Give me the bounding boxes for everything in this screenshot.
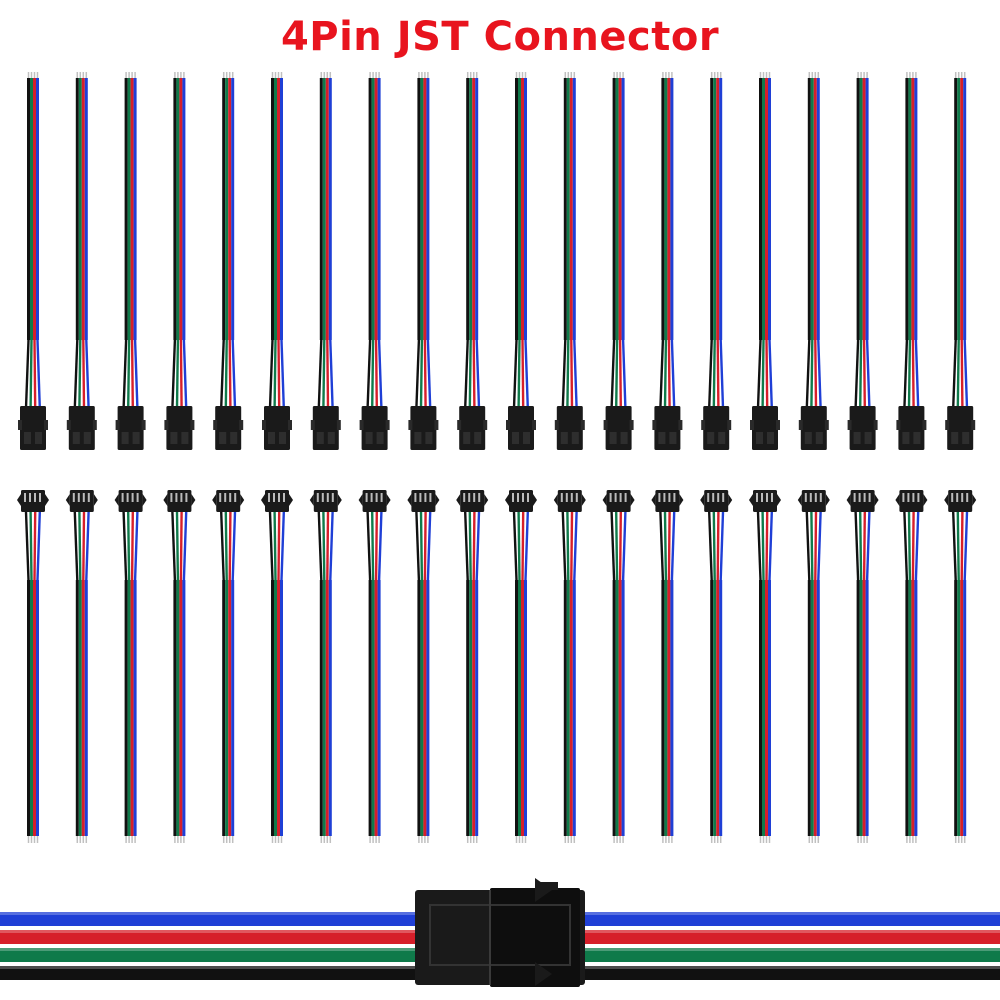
- female-connector-cable: [602, 490, 635, 843]
- female-connector-cable: [553, 490, 586, 843]
- male-connector-cable: [603, 72, 634, 450]
- female-connector-cable: [456, 490, 489, 843]
- male-connector-cable: [164, 72, 195, 450]
- male-connector-cable: [408, 72, 439, 450]
- male-connector-cable: [359, 72, 390, 450]
- female-connector-cable: [749, 490, 781, 843]
- female-connector-cable: [309, 490, 342, 843]
- male-connector-cable: [554, 72, 585, 450]
- male-connector-cable: [847, 72, 878, 450]
- male-connector-cable: [310, 72, 341, 450]
- male-connector-cable: [896, 72, 927, 450]
- male-connector-cable: [945, 72, 976, 450]
- female-connector-cable: [114, 490, 147, 843]
- female-connector-cable: [700, 490, 733, 843]
- female-connector-cable: [358, 490, 391, 843]
- female-connector-cable: [505, 490, 537, 843]
- female-connector-cable: [651, 490, 684, 843]
- female-connector-cable: [895, 490, 928, 843]
- product-title: 4Pin JST Connector: [280, 14, 720, 60]
- male-connector-cable: [18, 72, 48, 450]
- female-connector-cable: [17, 490, 49, 843]
- female-connector-cable: [944, 490, 977, 843]
- male-connector-cable: [66, 72, 97, 450]
- female-connector-cable: [407, 490, 440, 843]
- male-connector-cable: [506, 72, 536, 450]
- mated-connector-closeup: [0, 878, 1000, 987]
- male-connector-cable: [115, 72, 146, 450]
- female-connector-cable: [212, 490, 245, 843]
- male-connector-cable: [652, 72, 683, 450]
- male-connector-cable: [262, 72, 292, 450]
- male-connector-cable: [457, 72, 488, 450]
- male-connector-row: [18, 72, 976, 450]
- female-connector-cable: [65, 490, 98, 843]
- male-connector-cable: [213, 72, 244, 450]
- female-connector-cable: [846, 490, 879, 843]
- female-connector-row: [17, 490, 977, 843]
- female-connector-cable: [261, 490, 293, 843]
- male-connector-cable: [750, 72, 780, 450]
- male-connector-cable: [798, 72, 829, 450]
- male-connector-cable: [701, 72, 732, 450]
- female-connector-cable: [163, 490, 196, 843]
- female-connector-cable: [797, 490, 830, 843]
